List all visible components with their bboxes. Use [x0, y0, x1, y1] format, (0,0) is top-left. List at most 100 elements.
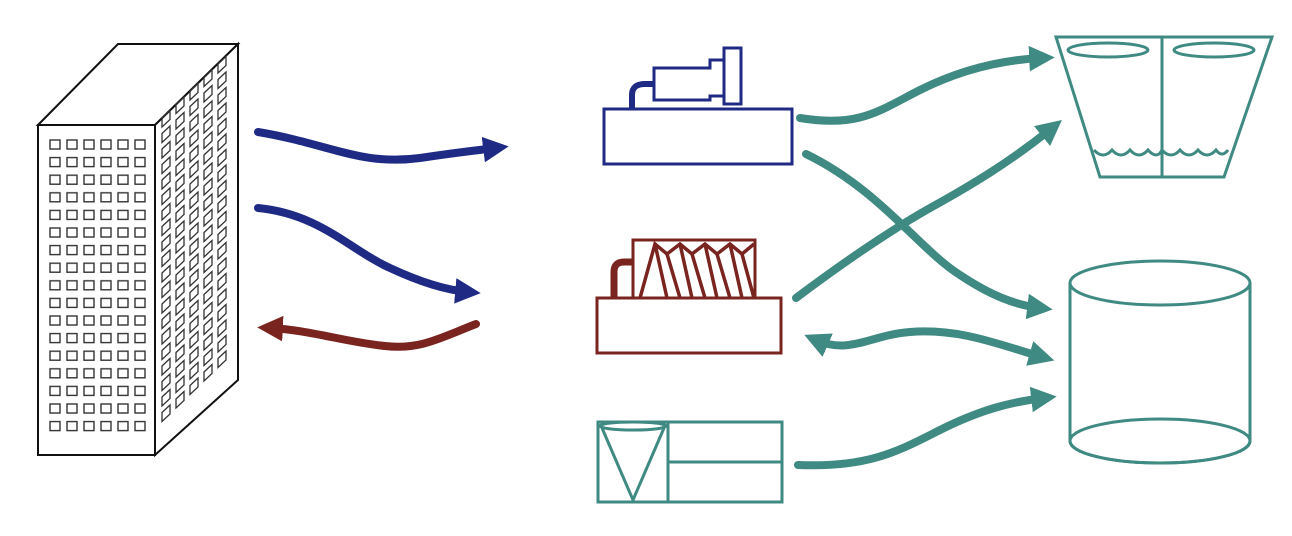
side-window — [189, 128, 199, 149]
side-window — [161, 139, 171, 160]
flow-arrows — [254, 45, 1062, 470]
side-window — [217, 147, 227, 168]
flow-building-to-heat-pump — [254, 204, 481, 304]
centrifugal-chiller-icon — [602, 46, 794, 166]
side-window — [175, 110, 185, 131]
side-window — [161, 170, 171, 191]
side-window — [175, 172, 185, 193]
side-window — [217, 318, 227, 339]
side-window — [175, 343, 185, 364]
flow-chiller-to-cooling-tower — [796, 45, 1055, 125]
side-window — [189, 159, 199, 180]
side-window — [203, 68, 213, 89]
side-window — [175, 141, 185, 162]
side-window — [189, 283, 199, 304]
side-window — [203, 176, 213, 197]
side-window — [161, 279, 171, 300]
plate-heat-exchanger-icon — [596, 420, 784, 504]
side-window — [175, 389, 185, 410]
side-window — [175, 188, 185, 209]
side-window — [203, 83, 213, 104]
side-window — [161, 356, 171, 377]
side-window — [217, 163, 227, 184]
side-window — [189, 298, 199, 319]
side-window — [217, 225, 227, 246]
side-window — [203, 114, 213, 135]
side-window — [217, 116, 227, 137]
thermal-storage-tank-icon — [1068, 259, 1252, 465]
side-window — [189, 221, 199, 242]
side-window — [161, 201, 171, 222]
side-window — [217, 70, 227, 91]
side-window — [203, 269, 213, 290]
side-window — [161, 124, 171, 145]
side-window — [175, 126, 185, 147]
side-window — [217, 287, 227, 308]
side-window — [189, 97, 199, 118]
side-window — [203, 238, 213, 259]
side-window — [203, 300, 213, 321]
side-window — [203, 161, 213, 182]
flow-heat-pump-storage-tank-bidirectional — [804, 327, 1055, 366]
side-window — [217, 178, 227, 199]
side-window — [189, 314, 199, 335]
side-window — [217, 209, 227, 230]
side-window — [161, 108, 171, 129]
side-window — [203, 223, 213, 244]
side-window — [161, 155, 171, 176]
side-window — [217, 302, 227, 323]
side-window — [161, 403, 171, 424]
side-window — [175, 327, 185, 348]
side-window — [217, 101, 227, 122]
flow-heat-pump-to-cooling-tower — [792, 119, 1062, 302]
side-window — [189, 252, 199, 273]
side-window — [203, 331, 213, 352]
side-window — [203, 347, 213, 368]
side-window — [161, 232, 171, 253]
side-window — [189, 360, 199, 381]
side-window — [175, 265, 185, 286]
side-window — [175, 358, 185, 379]
building-front-windows — [48, 136, 148, 436]
side-window — [189, 236, 199, 257]
side-window — [189, 345, 199, 366]
side-window — [189, 190, 199, 211]
side-window — [175, 95, 185, 116]
building-side-windows — [161, 54, 227, 424]
side-window — [175, 281, 185, 302]
side-window — [175, 312, 185, 333]
flow-chiller-to-storage-tank — [802, 150, 1053, 320]
side-window — [189, 143, 199, 164]
side-window — [161, 387, 171, 408]
office-building-icon — [35, 41, 241, 458]
side-window — [161, 263, 171, 284]
side-window — [203, 130, 213, 151]
side-window — [203, 99, 213, 120]
side-window — [217, 256, 227, 277]
side-window — [203, 207, 213, 228]
side-window — [161, 310, 171, 331]
side-window — [175, 234, 185, 255]
side-window — [203, 145, 213, 166]
side-window — [161, 325, 171, 346]
side-window — [175, 203, 185, 224]
side-window — [217, 240, 227, 261]
side-window — [203, 285, 213, 306]
side-window — [203, 254, 213, 275]
side-window — [217, 333, 227, 354]
side-window — [175, 157, 185, 178]
side-window — [175, 250, 185, 271]
side-window — [203, 192, 213, 213]
side-window — [189, 112, 199, 133]
side-window — [203, 362, 213, 383]
side-window — [161, 372, 171, 393]
side-window — [189, 329, 199, 350]
side-window — [217, 349, 227, 370]
side-window — [217, 132, 227, 153]
side-window — [189, 174, 199, 195]
side-window — [161, 341, 171, 362]
side-window — [175, 296, 185, 317]
side-window — [175, 219, 185, 240]
side-window — [161, 248, 171, 269]
